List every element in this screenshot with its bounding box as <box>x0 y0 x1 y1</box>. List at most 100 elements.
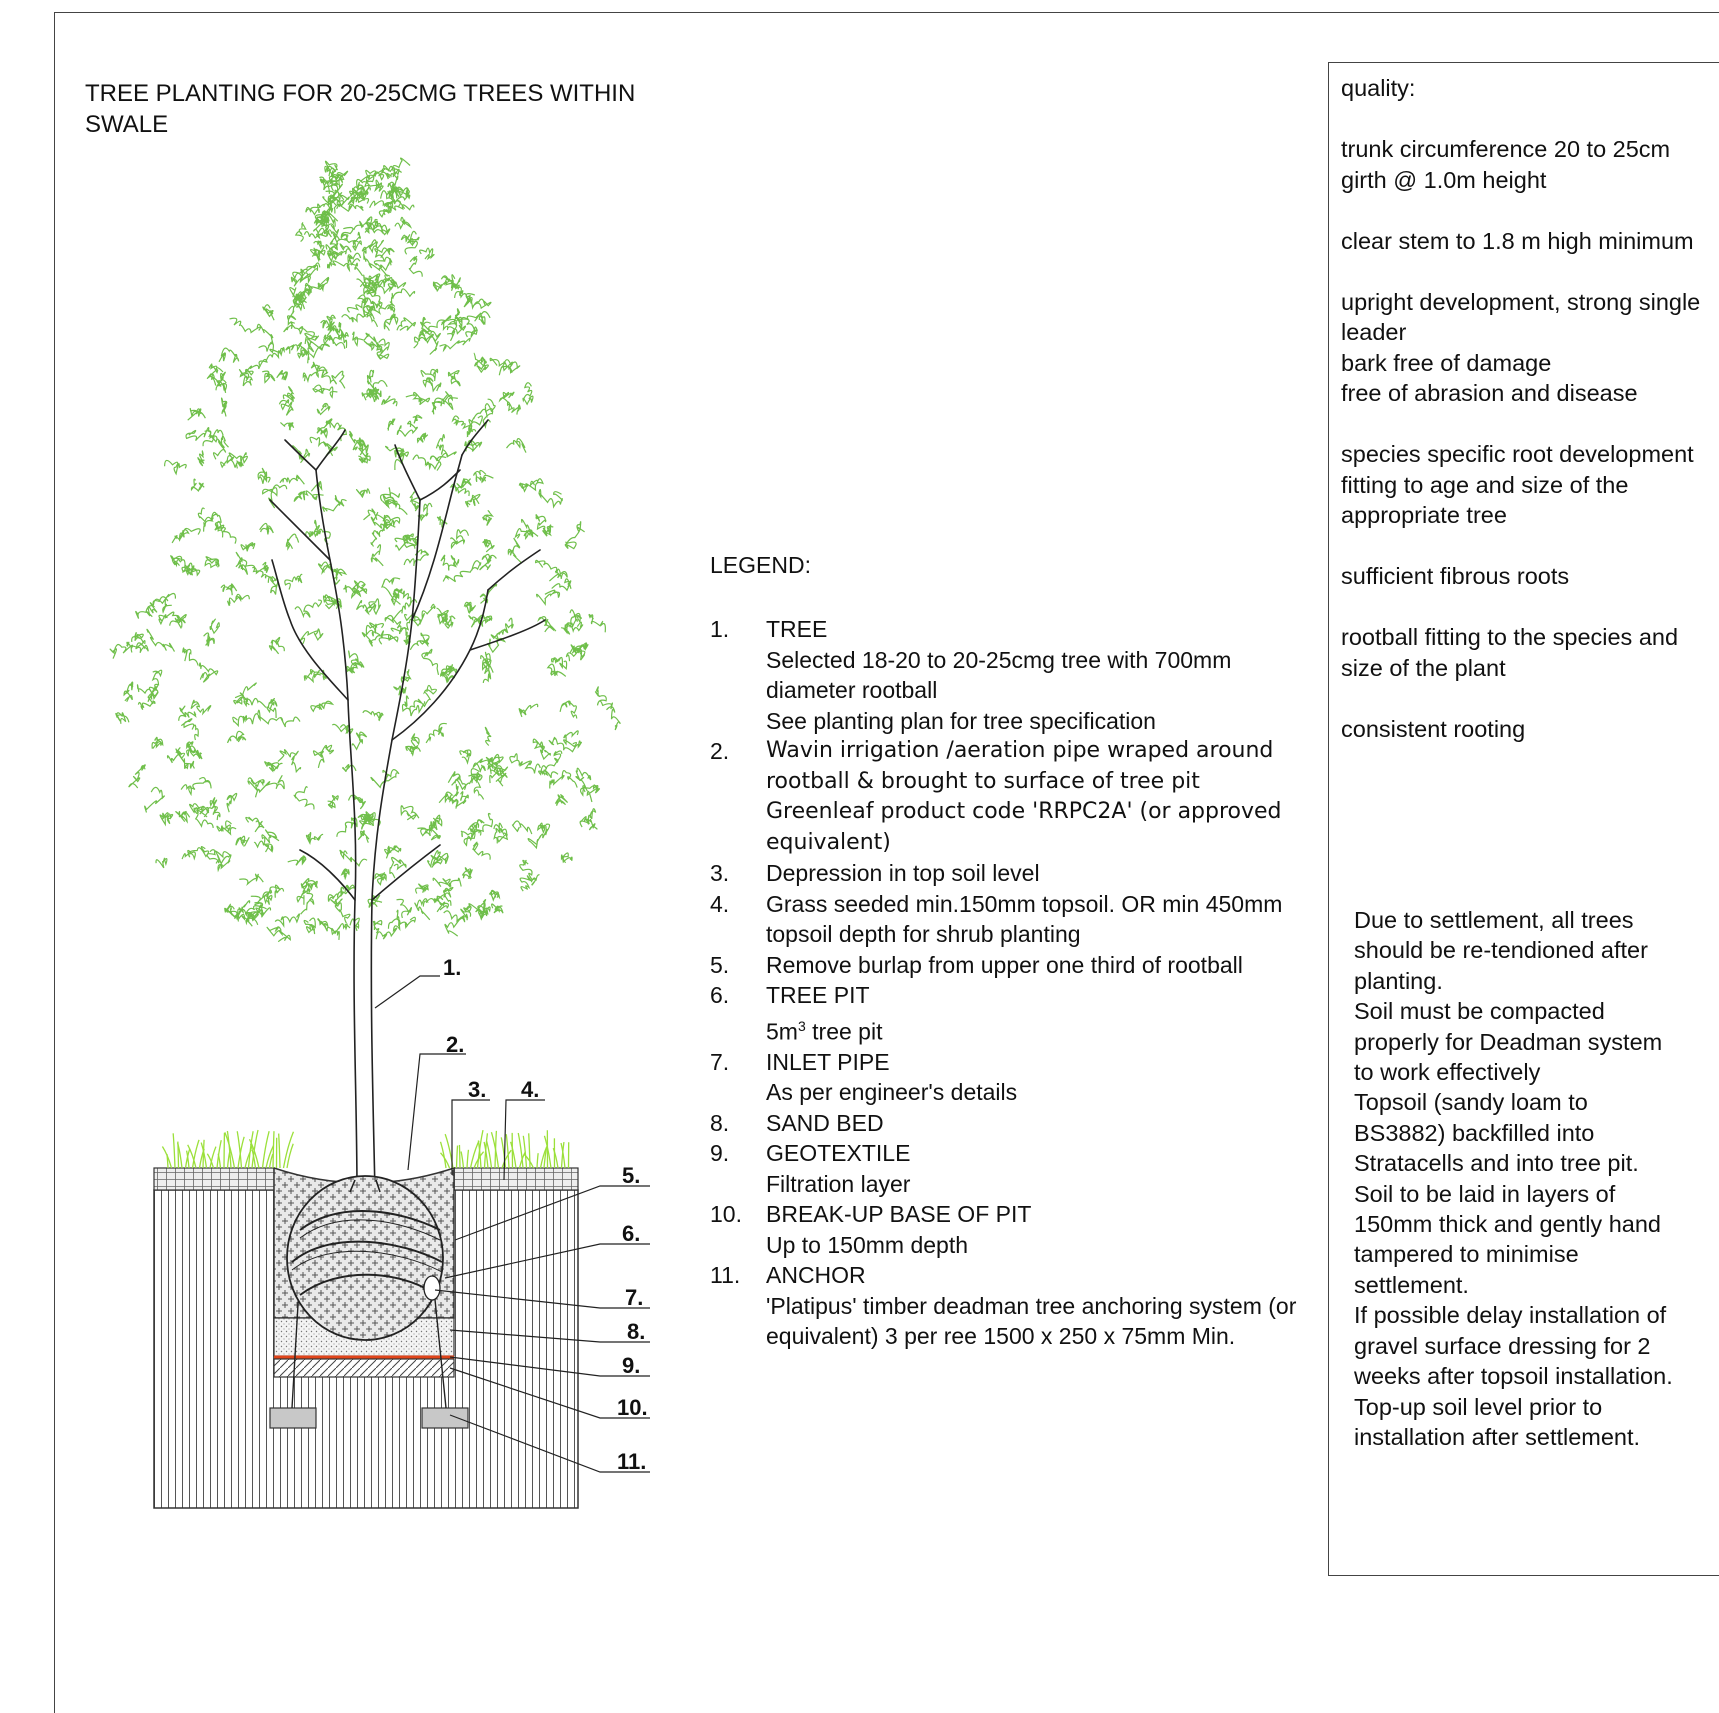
leaf-cluster <box>357 601 375 614</box>
leaf-cluster <box>410 633 429 650</box>
leaf-cluster <box>443 561 481 582</box>
leaf-cluster <box>239 874 263 884</box>
leaf-cluster <box>382 396 397 406</box>
leaf-cluster <box>308 340 330 363</box>
leaf-cluster <box>198 508 212 532</box>
leaf-cluster <box>510 754 540 774</box>
leaf-cluster <box>516 529 531 539</box>
leaf-cluster <box>277 371 288 380</box>
leaf-cluster <box>204 633 215 646</box>
quality-list: quality: trunk circumference 20 to 25cm … <box>1341 73 1700 744</box>
quality-line: free of abrasion and disease <box>1341 378 1700 409</box>
leaf-cluster <box>595 687 612 709</box>
leaf-cluster <box>311 481 321 491</box>
leaf-cluster <box>191 479 204 491</box>
leaf-cluster <box>375 873 386 885</box>
grass-blade <box>506 1134 509 1168</box>
note-line: Due to settlement, all trees <box>1354 905 1673 935</box>
leaf-cluster <box>205 557 219 568</box>
leaf-cluster <box>384 314 397 331</box>
leaf-cluster <box>388 419 395 431</box>
leaf-cluster <box>519 704 538 717</box>
legend-item: 1. TREE Selected 18-20 to 20-25cmg tree … <box>710 614 1310 736</box>
leaf-cluster <box>293 446 310 463</box>
leaf-cluster <box>187 746 202 759</box>
leaf-cluster <box>219 348 239 362</box>
quality-line: size of the plant <box>1341 653 1700 684</box>
leaf-cluster <box>236 552 248 574</box>
leaf-cluster <box>165 460 187 473</box>
leaf-cluster <box>153 593 175 612</box>
leaf-cluster <box>423 378 441 391</box>
note-line: settlement. <box>1354 1270 1673 1300</box>
leaf-cluster <box>369 240 384 252</box>
callout-8: 8. <box>627 1319 645 1344</box>
grass-blade <box>279 1134 280 1168</box>
leaf-cluster <box>281 423 294 431</box>
note-line: BS3882) backfilled into <box>1354 1118 1673 1148</box>
leaf-cluster <box>409 256 422 276</box>
leaf-cluster <box>474 470 494 481</box>
leaf-cluster <box>262 371 275 382</box>
leaf-cluster <box>413 455 441 471</box>
leaf-cluster <box>483 540 495 552</box>
legend-item-text: TREE <box>766 614 1310 645</box>
leaf-cluster <box>436 435 448 456</box>
leaf-cluster <box>376 919 400 939</box>
quality-line: species specific root development <box>1341 439 1700 470</box>
callout-9: 9. <box>622 1353 640 1378</box>
legend-item-number: 4. <box>710 889 729 920</box>
leaf-cluster <box>491 618 513 641</box>
leaf-cluster <box>426 723 447 742</box>
leaf-cluster <box>183 648 198 666</box>
legend-item-text: Filtration layer <box>766 1169 1310 1200</box>
leaf-cluster <box>149 670 161 693</box>
leaf-cluster <box>323 496 347 512</box>
legend-item-text: Depression in top soil level <box>766 858 1310 889</box>
grass-blade <box>273 1131 274 1168</box>
leaf-cluster <box>269 637 284 653</box>
leaf-cluster <box>415 899 430 920</box>
leaf-cluster <box>485 727 491 745</box>
legend-item-text: BREAK-UP BASE OF PIT <box>766 1199 1310 1230</box>
leaf-cluster <box>492 904 503 913</box>
leaf-cluster <box>589 614 605 632</box>
leaf-cluster <box>332 924 350 940</box>
leaf-cluster <box>236 836 249 846</box>
leaf-cluster <box>152 737 163 748</box>
leaf-cluster <box>581 785 600 802</box>
leaf-cluster <box>368 370 388 388</box>
leaf-cluster <box>439 792 468 807</box>
leaf-cluster <box>181 719 198 740</box>
quality-line: upright development, strong single <box>1341 287 1700 318</box>
leaf-cluster <box>227 457 244 469</box>
leaf-cluster <box>311 362 327 376</box>
grass-blade <box>193 1140 200 1168</box>
leaf-cluster <box>392 615 420 634</box>
leaf-cluster <box>280 475 305 484</box>
leaf-cluster <box>334 569 346 584</box>
callout-11: 11. <box>617 1449 646 1474</box>
note-line: If possible delay installation of <box>1354 1300 1673 1330</box>
leaf-cluster <box>519 479 543 492</box>
note-line: properly for Deadman system <box>1354 1027 1673 1057</box>
leaf-cluster <box>263 305 274 320</box>
leaf-cluster <box>228 594 250 605</box>
leaf-cluster <box>182 847 209 859</box>
leaf-cluster <box>233 714 260 726</box>
leaf-cluster <box>328 796 339 808</box>
leaf-cluster <box>522 519 538 537</box>
leaf-cluster <box>288 856 306 865</box>
leaf-cluster <box>186 568 199 575</box>
quality-line: leader <box>1341 317 1700 348</box>
leaf-cluster <box>314 745 334 768</box>
note-line: weeks after topsoil installation. <box>1354 1361 1673 1391</box>
leaf-cluster <box>110 642 132 658</box>
leaf-cluster <box>413 415 422 423</box>
grass-blade <box>459 1145 460 1168</box>
quality-line: fitting to age and size of the <box>1341 470 1700 501</box>
leaf-cluster <box>179 706 196 721</box>
leaf-cluster <box>286 343 307 354</box>
grass-blade <box>218 1154 220 1168</box>
